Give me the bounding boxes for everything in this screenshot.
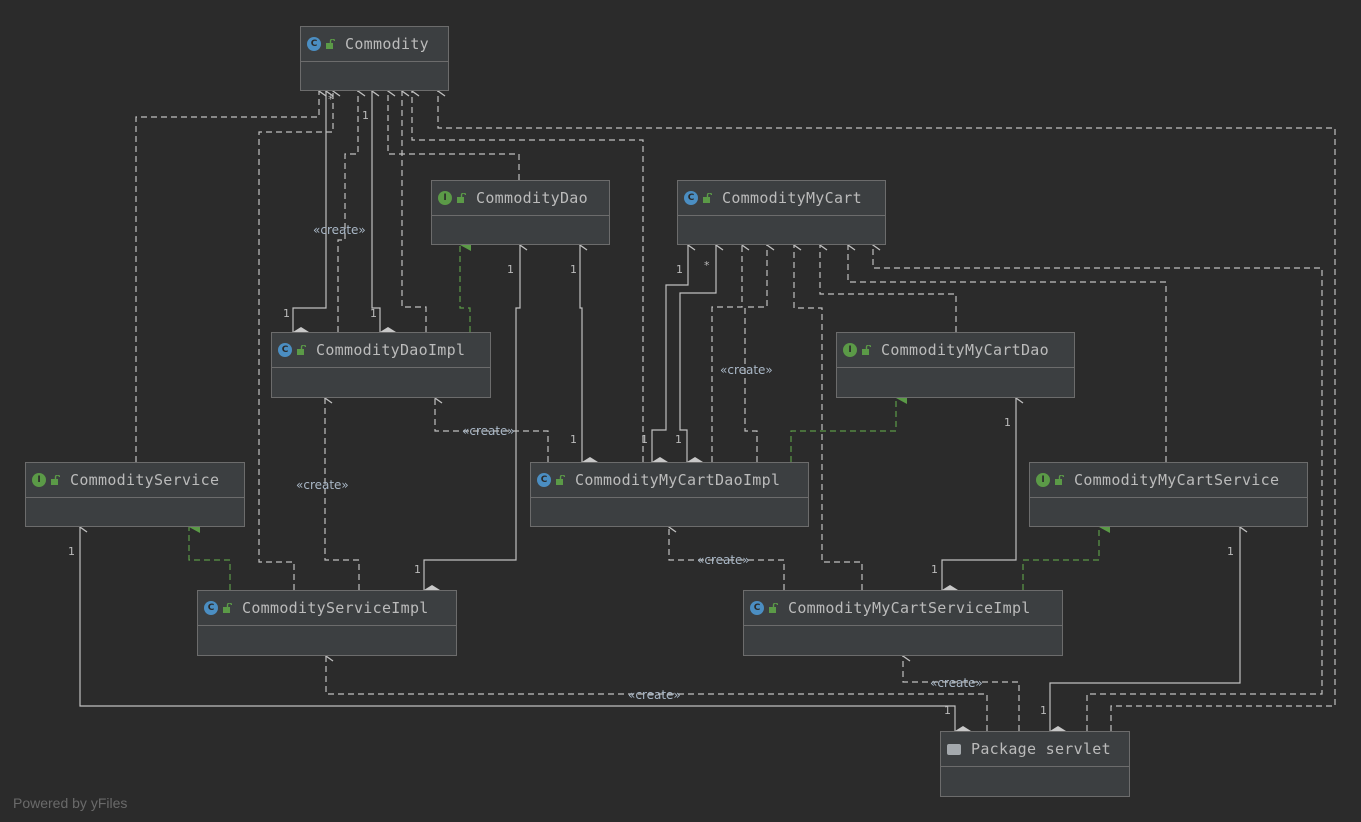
dep-daoimpl-commodity-b	[402, 91, 427, 332]
multiplicity-label: 1	[570, 263, 577, 276]
multiplicity-label: 1	[362, 109, 369, 122]
node-commodity-my-cart-dao[interactable]: I CommodityMyCartDao	[836, 332, 1075, 398]
agg-servlet-service	[80, 527, 955, 731]
class-icon: C	[750, 601, 764, 615]
class-icon: C	[307, 37, 321, 51]
agg-daoimpl-commodity-a	[292, 91, 326, 332]
node-label: CommodityMyCartService	[1074, 471, 1280, 489]
node-label: CommodityMyCartServiceImpl	[788, 599, 1031, 617]
node-commodity[interactable]: C Commodity	[300, 26, 449, 91]
interface-icon: I	[1036, 473, 1050, 487]
multiplicity-label: 1	[570, 433, 577, 446]
multiplicity-label: *	[328, 93, 334, 106]
impl-cartserviceimpl-cartservice	[1022, 521, 1110, 590]
node-commodity-my-cart-service-impl[interactable]: C CommodityMyCartServiceImpl	[743, 590, 1063, 656]
agg-daoimpl-commodity-b	[372, 91, 380, 332]
package-folder-icon	[947, 743, 961, 755]
dep-daoimpl-commodity-a	[337, 91, 358, 332]
create-label: «create»	[720, 363, 773, 377]
node-commodity-my-cart-service[interactable]: I CommodityMyCartService	[1029, 462, 1308, 527]
create-label: «create»	[697, 553, 750, 567]
node-label: Package servlet	[971, 740, 1111, 758]
agg-serviceimpl-dao	[423, 245, 520, 590]
create-label: «create»	[313, 223, 366, 237]
node-label: CommodityMyCartDaoImpl	[575, 471, 781, 489]
footer-credit: Powered by yFiles	[13, 795, 128, 811]
node-commodity-dao-impl[interactable]: C CommodityDaoImpl	[271, 332, 491, 398]
unlock-icon	[223, 603, 232, 613]
interface-icon: I	[438, 191, 452, 205]
dep-dao-commodity	[388, 91, 520, 180]
node-commodity-my-cart-dao-impl[interactable]: C CommodityMyCartDaoImpl	[530, 462, 809, 527]
class-icon: C	[684, 191, 698, 205]
multiplicity-label: 1	[1004, 416, 1011, 429]
multiplicity-label: 1	[507, 263, 514, 276]
node-commodity-service[interactable]: I CommodityService	[25, 462, 245, 527]
dep-cartservice-cart	[848, 245, 1167, 462]
node-label: Commodity	[345, 35, 429, 53]
dep-cartdao-cart	[820, 245, 957, 332]
impl-cartdaoimpl-cartdao	[790, 392, 907, 462]
create-label: «create»	[628, 688, 681, 702]
multiplicity-label: 1	[414, 563, 421, 576]
dep-cartdaoimpl-cart-b	[744, 245, 767, 462]
multiplicity-label: 1	[1227, 545, 1234, 558]
unlock-icon	[297, 345, 306, 355]
unlock-icon	[556, 475, 565, 485]
class-icon: C	[204, 601, 218, 615]
unlock-icon	[769, 603, 778, 613]
multiplicity-label: 1	[1040, 704, 1047, 717]
node-label: CommodityService	[70, 471, 220, 489]
multiplicity-label: *	[704, 259, 710, 272]
multiplicity-label: 1	[676, 263, 683, 276]
agg-cartdaoimpl-dao	[580, 245, 582, 462]
create-label: «create»	[462, 424, 515, 438]
node-label: CommodityMyCartDao	[881, 341, 1049, 359]
agg-cartdaoimpl-cart-b	[679, 245, 716, 462]
create-label: «create»	[930, 676, 983, 690]
node-package-servlet[interactable]: Package servlet	[940, 731, 1130, 797]
node-commodity-my-cart[interactable]: C CommodityMyCart	[677, 180, 886, 245]
multiplicity-label: 1	[641, 433, 648, 446]
interface-icon: I	[32, 473, 46, 487]
agg-servlet-cartservice	[1049, 527, 1240, 731]
dep-cartdaoimpl-cart-a	[711, 245, 742, 462]
dep-cartserviceimpl-cart	[794, 245, 863, 590]
unlock-icon	[457, 193, 466, 203]
node-label: CommodityMyCart	[722, 189, 862, 207]
dep-cartdaoimpl-commodity	[412, 91, 644, 462]
node-commodity-dao[interactable]: I CommodityDao	[431, 180, 610, 245]
unlock-icon	[862, 345, 871, 355]
impl-daoimpl-dao	[459, 239, 471, 332]
unlock-icon	[1055, 475, 1064, 485]
interface-icon: I	[843, 343, 857, 357]
class-icon: C	[278, 343, 292, 357]
unlock-icon	[51, 475, 60, 485]
create-servlet-cartserviceimpl	[903, 656, 1020, 731]
dep-service-commodity	[135, 91, 319, 462]
multiplicity-label: 1	[283, 307, 290, 320]
multiplicity-label: 1	[68, 545, 75, 558]
class-icon: C	[537, 473, 551, 487]
node-commodity-service-impl[interactable]: C CommodityServiceImpl	[197, 590, 457, 656]
multiplicity-label: 1	[370, 307, 377, 320]
multiplicity-label: 1	[931, 563, 938, 576]
unlock-icon	[703, 193, 712, 203]
node-label: CommodityDao	[476, 189, 588, 207]
create-label: «create»	[296, 478, 349, 492]
unlock-icon	[326, 39, 335, 49]
create-cartdaoimpl-daoimpl	[435, 398, 549, 462]
multiplicity-label: 1	[675, 433, 682, 446]
create-serviceimpl-daoimpl	[325, 398, 360, 590]
agg-cartserviceimpl-cartdao	[941, 398, 1016, 590]
node-label: CommodityDaoImpl	[316, 341, 466, 359]
multiplicity-label: 1	[944, 704, 951, 717]
impl-serviceimpl-service	[188, 521, 231, 590]
node-label: CommodityServiceImpl	[242, 599, 429, 617]
